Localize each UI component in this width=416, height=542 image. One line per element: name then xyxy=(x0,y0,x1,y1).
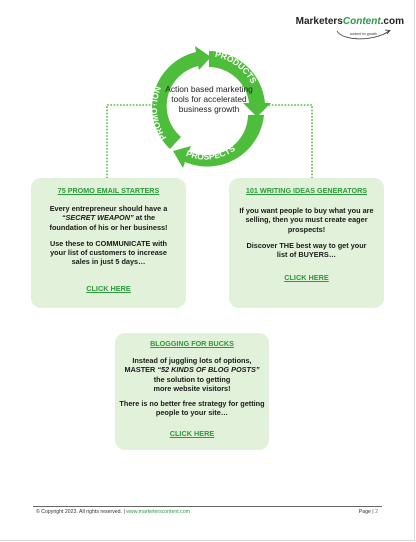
card-title[interactable]: 101 WRITING IDEAS GENERATORS xyxy=(245,186,368,195)
cycle-diagram: PRODUCTS PROSPECTS PROMOTION xyxy=(149,46,271,168)
card-paragraph: Every entrepreneur should have a “SECRET… xyxy=(49,204,168,232)
card-paragraph: There is no better free strategy for get… xyxy=(119,399,265,418)
footer-copyright: © Copyright 2023. All rights reserved. |… xyxy=(36,509,190,515)
brand-logo: MarketersContent.com content for growth xyxy=(294,16,404,40)
logo-tagline: content for growth xyxy=(349,32,377,36)
connector-left xyxy=(106,104,160,181)
card-title[interactable]: 75 PROMO EMAIL STARTERS xyxy=(57,186,160,195)
card-paragraph: Use these to COMMUNICATE with your list … xyxy=(49,238,168,267)
footer-site-link[interactable]: www.marketerscontent.com xyxy=(126,509,190,515)
card-paragraph: If you want people to buy what you are s… xyxy=(239,206,374,234)
brand-name: MarketersContent.com xyxy=(295,16,404,27)
cycle-center-text: Action based marketing tools for acceler… xyxy=(165,84,253,114)
logo-swoosh-icon xyxy=(336,29,391,40)
footer-divider xyxy=(33,506,382,507)
click-here-link[interactable]: CLICK HERE xyxy=(284,273,329,283)
card-promo-email: 75 PROMO EMAIL STARTERS Every entreprene… xyxy=(31,178,186,308)
card-paragraph: Discover THE best way to get your list o… xyxy=(246,240,367,260)
click-here-link[interactable]: CLICK HERE xyxy=(169,428,215,438)
card-blogging: BLOGGING FOR BUCKS Instead of juggling l… xyxy=(115,333,269,450)
connector-right xyxy=(259,104,313,181)
click-here-link[interactable]: CLICK HERE xyxy=(86,283,131,293)
card-writing-ideas: 101 WRITING IDEAS GENERATORS If you want… xyxy=(229,178,384,308)
card-title[interactable]: BLOGGING FOR BUCKS xyxy=(150,339,234,348)
card-paragraph: Instead of juggling lots of options, MAS… xyxy=(124,356,260,393)
footer-page-number: Page | 2 xyxy=(358,509,378,515)
